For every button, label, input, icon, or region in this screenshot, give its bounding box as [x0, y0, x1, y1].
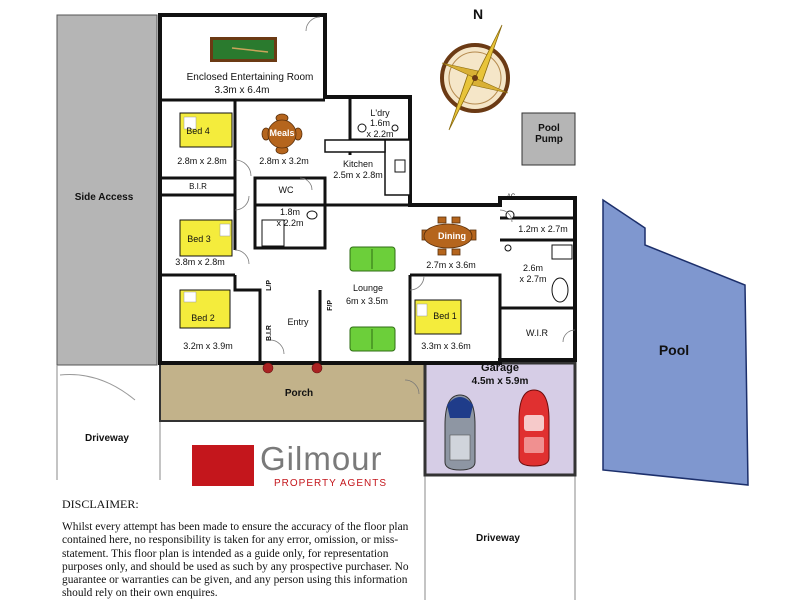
driveway-left-label: Driveway: [85, 433, 129, 444]
room-dining-name: Dining: [438, 231, 466, 241]
disclaimer-heading: DISCLAIMER:: [62, 497, 139, 511]
meals-table: [261, 113, 303, 155]
room-kitchen-size: 2.5m x 2.8m: [333, 170, 383, 180]
bed-2: [179, 289, 231, 329]
disclaimer-line: should rely on their own enquires.: [62, 587, 218, 600]
room-bed1-name: Bed 1: [433, 311, 457, 321]
room-bed1-size: 3.3m x 3.6m: [421, 341, 471, 351]
room-garage-name: Garage: [481, 362, 519, 374]
pool-table: [210, 37, 277, 62]
side-access-area: [56, 14, 158, 366]
pool-pump-label: Pool Pump: [535, 123, 563, 145]
porch-area: [159, 362, 426, 422]
brand-logo-square: [192, 445, 254, 486]
room-ac-name: AC: [506, 194, 516, 200]
disclaimer-body: Whilst every attempt has been made to en…: [62, 521, 422, 601]
dining-table: [421, 216, 477, 256]
compass-north-label: N: [473, 6, 484, 22]
driveway-left-outline: [56, 365, 161, 480]
pool-label: Pool: [658, 342, 690, 358]
room-bath-small-size: 1.8m x 2.2m: [276, 207, 304, 228]
room-bed4-name: Bed 4: [186, 126, 210, 136]
room-bed3-size: 3.8m x 2.8m: [175, 257, 225, 267]
room-ensuite-small-size: 1.2m x 2.7m: [518, 224, 568, 234]
porch-plants: [262, 362, 323, 374]
room-entertaining-size: 3.3m x 6.4m: [214, 85, 270, 96]
disclaimer-line: statement. This floor plan is intended a…: [62, 547, 389, 560]
door-swings: [234, 16, 576, 395]
room-bed3-name: Bed 3: [187, 234, 211, 244]
disclaimer-line: guarantee or warranties can be given, an…: [62, 574, 408, 587]
pool-pump-box: [521, 112, 576, 166]
brand-tagline: PROPERTY AGENTS: [274, 478, 387, 489]
driveway-right-label: Driveway: [476, 533, 520, 544]
kitchen-island: [324, 139, 386, 153]
bed-3: [179, 219, 233, 257]
room-bir-side-name: B.I.R: [266, 325, 273, 341]
room-bed4-size: 2.8m x 2.8m: [177, 156, 227, 166]
bed-4: [179, 112, 233, 148]
disclaimer-line: purposes only, and should be used as suc…: [62, 560, 409, 573]
car-blue: [444, 394, 476, 471]
couch-bottom: [349, 326, 396, 352]
room-meals-size: 2.8m x 3.2m: [259, 156, 309, 166]
room-lp-name: L/P: [266, 280, 273, 291]
room-kitchen-name: Kitchen: [342, 159, 374, 169]
room-laundry-size: 1.6m x 2.2m: [366, 118, 394, 139]
room-bir-top-name: B.I.R: [189, 182, 207, 191]
room-lounge-size: 6m x 3.5m: [345, 296, 389, 306]
brand-name: Gilmour: [260, 440, 383, 477]
pool-shape: [602, 198, 749, 486]
room-meals-name: Meals: [269, 128, 295, 138]
room-ensuite-size: 2.6m x 2.7m: [519, 263, 547, 284]
driveway-left-curve: [59, 374, 136, 401]
disclaimer-line: Whilst every attempt has been made to en…: [62, 521, 409, 533]
room-bed2-size: 3.2m x 3.9m: [183, 341, 233, 351]
driveway-right-outline: [424, 475, 576, 600]
room-porch-name: Porch: [284, 388, 314, 399]
room-dining-size: 2.7m x 3.6m: [426, 260, 476, 270]
room-wc-name: WC: [278, 185, 294, 195]
disclaimer-line: contained here, no responsibility is tak…: [62, 534, 399, 547]
compass-rose: [440, 24, 510, 131]
bed-1: [414, 299, 462, 335]
side-access-label: Side Access: [74, 192, 134, 203]
room-lounge-name: Lounge: [352, 283, 384, 293]
car-red: [518, 389, 550, 467]
kitchen-bench: [384, 139, 411, 196]
room-entertaining-name: Enclosed Entertaining Room: [186, 72, 314, 83]
room-laundry-name: L'dry: [370, 108, 390, 118]
room-wir-name: W.I.R: [526, 328, 548, 338]
room-garage-size: 4.5m x 5.9m: [471, 376, 529, 387]
room-bed2-name: Bed 2: [191, 313, 215, 323]
couch-top: [349, 246, 396, 272]
room-entry-name: Entry: [287, 317, 309, 327]
room-fp-name: F/P: [327, 300, 334, 311]
